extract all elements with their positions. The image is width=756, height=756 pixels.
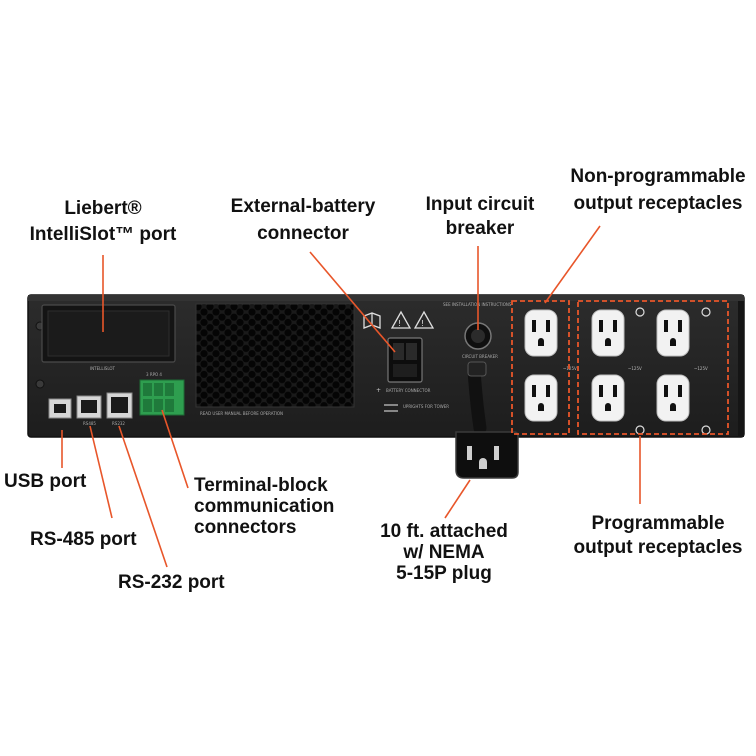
leader-lines (61, 225, 641, 568)
svg-text:+: + (376, 387, 381, 394)
nema-5-15p-plug (455, 361, 519, 479)
programmable-outline (577, 300, 729, 435)
non-programmable-label: Non-programmable output receptacles (570, 166, 746, 214)
svg-text:RS232: RS232 (112, 421, 125, 426)
input-breaker-label: Input circuit breaker (425, 194, 535, 239)
svg-text:!: ! (421, 319, 424, 328)
terminal-block: 3 RPO 4 (139, 372, 185, 416)
svg-text:CIRCUIT BREAKER: CIRCUIT BREAKER (462, 354, 498, 359)
vent-grille (195, 303, 355, 408)
programmable-label: Programmable output receptacles (573, 513, 743, 558)
external-battery-connector: BATTERY CONNECTOR (386, 337, 431, 393)
external-battery-label: External-battery connector (230, 196, 376, 244)
usb-port-label: USB port (4, 471, 87, 492)
svg-text:!: ! (398, 319, 401, 328)
rs485-port-label: RS-485 port (30, 529, 137, 550)
warning-icon: ! (413, 310, 435, 329)
svg-text:READ USER MANUAL BEFORE OPERAT: READ USER MANUAL BEFORE OPERATION (200, 411, 283, 416)
non-programmable-outline (511, 300, 570, 435)
warning-icon: ! (390, 310, 412, 329)
svg-text:~125V: ~125V (628, 366, 642, 371)
terminal-block-label: Terminal-block communication connectors (194, 475, 335, 538)
svg-text:RS485: RS485 (83, 421, 96, 426)
svg-text:~125V: ~125V (694, 366, 708, 371)
svg-text:INTELLISLOT: INTELLISLOT (90, 366, 116, 371)
intellislot-label: Liebert® IntelliSlot™ port (29, 198, 177, 245)
book-icon (363, 312, 381, 329)
plug-label: 10 ft. attached w/ NEMA 5-15P plug (380, 521, 508, 584)
svg-text:BATTERY CONNECTOR: BATTERY CONNECTOR (386, 388, 431, 393)
svg-text:3 RPO 4: 3 RPO 4 (146, 372, 162, 377)
rs232-port-label: RS-232 port (118, 572, 225, 593)
svg-text:~125V: ~125V (563, 366, 577, 371)
svg-text:UPRIGHTS FOR TOWER: UPRIGHTS FOR TOWER (403, 404, 449, 409)
